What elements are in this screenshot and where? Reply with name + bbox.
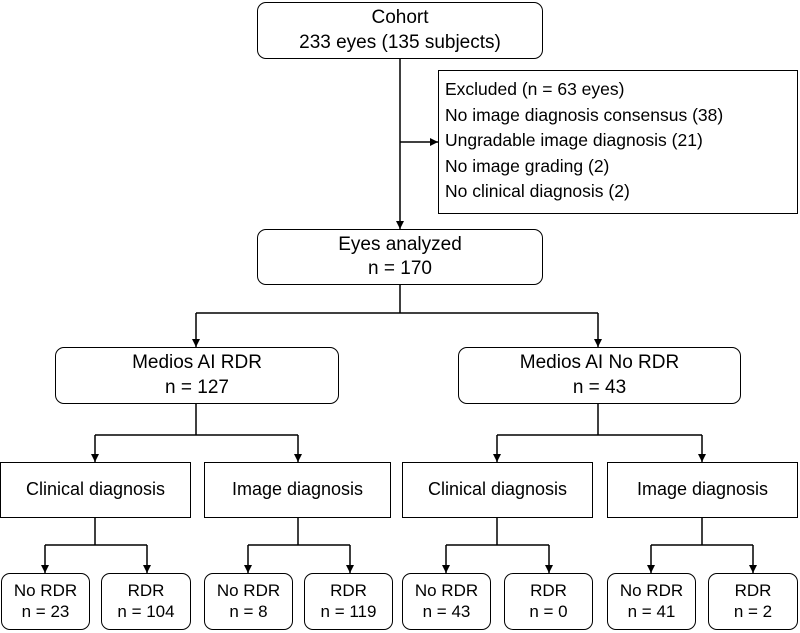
analyzed-title: Eyes analyzed (338, 233, 462, 255)
outcome-box: No RDR n = 23 (1, 573, 90, 630)
excluded-reason: No clinical diagnosis (2) (445, 181, 630, 201)
analyzed-box: Eyes analyzed n = 170 (257, 229, 543, 285)
outcome-label: No RDR (13, 580, 78, 600)
group-title: Medios AI No RDR (519, 352, 680, 374)
outcome-count: n = 0 (529, 601, 568, 621)
cohort-box: Cohort 233 eyes (135 subjects) (257, 2, 543, 59)
branch-label: Clinical diagnosis (25, 479, 166, 500)
excluded-box: Excluded (n = 63 eyes) No image diagnosi… (438, 70, 798, 214)
branch-label: Clinical diagnosis (427, 479, 568, 500)
cohort-title: Cohort (371, 7, 429, 29)
outcome-count: n = 23 (21, 601, 70, 621)
outcome-label: No RDR (414, 580, 479, 600)
group-box-ai-rdr: Medios AI RDR n = 127 (55, 347, 339, 404)
group-title: Medios AI RDR (132, 352, 262, 374)
excluded-reason: No image diagnosis consensus (38) (445, 104, 724, 125)
outcome-label: RDR (734, 580, 772, 600)
outcome-label: RDR (330, 580, 367, 600)
analyzed-detail: n = 170 (368, 258, 432, 279)
excluded-title: Excluded (n = 63 eyes) (445, 79, 625, 99)
outcome-box: RDR n = 0 (504, 573, 593, 630)
outcome-box: No RDR n = 43 (402, 573, 491, 630)
cohort-detail: 233 eyes (135 subjects) (299, 31, 501, 53)
outcome-count: n = 41 (627, 601, 676, 621)
group-detail: n = 43 (572, 376, 627, 398)
outcome-box: No RDR n = 8 (204, 573, 293, 630)
outcome-count: n = 2 (733, 601, 773, 621)
outcome-count: n = 8 (229, 601, 268, 621)
branch-box-image: Image diagnosis (607, 462, 798, 518)
branch-label: Image diagnosis (636, 479, 769, 500)
outcome-label: RDR (530, 580, 567, 600)
branch-box-clinical: Clinical diagnosis (0, 462, 191, 518)
group-detail: n = 127 (165, 376, 229, 398)
excluded-reason: Ungradable image diagnosis (21) (445, 130, 703, 150)
outcome-label: No RDR (216, 580, 281, 600)
outcome-label: No RDR (619, 580, 684, 600)
branch-box-image: Image diagnosis (204, 462, 391, 518)
branch-box-clinical: Clinical diagnosis (402, 462, 593, 518)
outcome-box: RDR n = 2 (708, 573, 798, 630)
outcome-label: RDR (127, 580, 165, 600)
outcome-box: RDR n = 104 (101, 573, 191, 630)
outcome-box: No RDR n = 41 (607, 573, 696, 630)
outcome-count: n = 119 (320, 601, 377, 621)
excluded-reason: No image grading (2) (445, 155, 610, 176)
outcome-count: n = 43 (422, 601, 471, 621)
outcome-count: n = 104 (117, 601, 175, 621)
group-box-ai-no-rdr: Medios AI No RDR n = 43 (458, 347, 741, 404)
branch-label: Image diagnosis (231, 479, 364, 500)
outcome-box: RDR n = 119 (304, 573, 393, 630)
